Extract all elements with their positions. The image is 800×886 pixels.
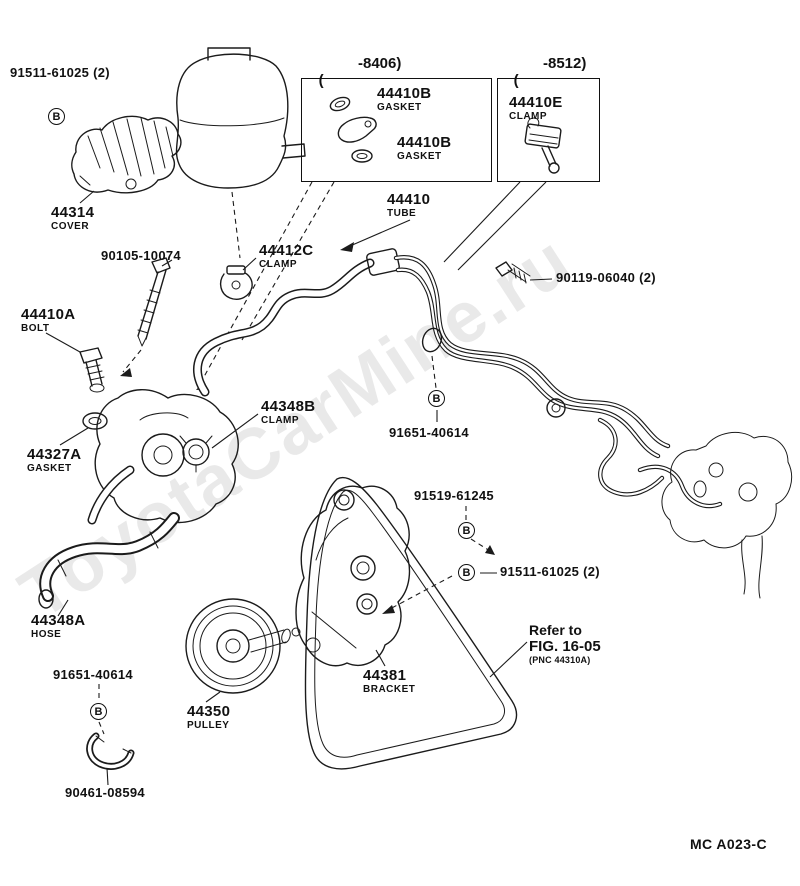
part-number: 44348B	[261, 398, 316, 415]
part-number: 44410	[387, 191, 431, 208]
bolt-symbol-b-top: B	[48, 108, 65, 125]
part-number: 44327A	[27, 446, 82, 463]
bolt-90119-drawing	[495, 261, 531, 284]
part-desc: CLAMP	[261, 415, 300, 427]
refer-note: Refer to FIG. 16-05 (PNC 44310A)	[529, 622, 601, 665]
part-number: 44410B	[377, 85, 432, 102]
hose-44348a-drawing	[38, 512, 180, 609]
gasket-44410b-drawings	[329, 96, 377, 163]
part-label-90461: 90461-08594	[65, 785, 145, 801]
part-label-91651-low: 91651-40614	[53, 667, 133, 683]
refer-line1: Refer to	[529, 622, 582, 638]
part-desc: BRACKET	[363, 684, 416, 696]
reservoir-drawing	[175, 47, 306, 189]
bolt-90105-drawing	[120, 257, 171, 377]
gasket-44327a-drawing	[82, 412, 108, 430]
part-number: 44381	[363, 667, 407, 684]
pulley-44350-drawing	[185, 598, 301, 694]
part-number: 90461-08594	[65, 785, 145, 800]
part-label-44327a: 44327A GASKET	[27, 446, 81, 475]
part-label-90105: 90105-10074	[101, 248, 181, 264]
box-8512-header: ( -8512)	[497, 55, 587, 123]
box-8406-range: -8406)	[358, 55, 402, 72]
refer-line3: (PNC 44310A)	[529, 655, 591, 665]
leader-lines	[45, 190, 553, 786]
box-8512-open-paren: (	[513, 72, 519, 89]
part-number: 44410E	[509, 94, 563, 111]
part-desc: TUBE	[387, 208, 417, 220]
part-desc: GASKET	[377, 102, 422, 114]
pump-body-drawing	[87, 389, 239, 525]
part-label-44410a: 44410A BOLT	[21, 306, 75, 335]
part-number: 91651-40614	[389, 425, 469, 440]
part-number: 90119-06040 (2)	[556, 270, 656, 285]
part-label-44350: 44350 PULLEY	[187, 703, 230, 732]
clamp-44412c-drawing	[219, 265, 253, 300]
part-number: 44350	[187, 703, 231, 720]
part-label-91511-top: 91511-61025 (2)	[10, 65, 110, 81]
part-number: 91519-61245	[414, 488, 494, 503]
figure-code: MC A023-C	[690, 836, 767, 852]
part-label-44348b: 44348B CLAMP	[261, 398, 315, 427]
part-label-44410e: 44410E CLAMP	[509, 94, 563, 123]
part-desc: COVER	[51, 221, 90, 233]
bolt-symbol-b-mid: B	[428, 390, 445, 407]
engine-outline-drawing	[661, 431, 792, 599]
clamp-44410e-drawing	[524, 117, 562, 174]
part-label-90119: 90119-06040 (2)	[556, 270, 656, 286]
part-number: 44314	[51, 204, 95, 221]
box-8406-header: ( -8406)	[302, 55, 402, 123]
tube-44410-arrow	[340, 219, 411, 252]
part-label-44314: 44314 COVER	[51, 204, 94, 233]
part-number: 44410B	[397, 134, 452, 151]
clip-90461-drawing	[86, 732, 135, 770]
part-desc: PULLEY	[187, 720, 230, 732]
refer-line2: FIG. 16-05	[529, 638, 601, 655]
part-label-44348a: 44348A HOSE	[31, 612, 85, 641]
box-8512	[497, 78, 600, 182]
part-number: 91511-61025 (2)	[10, 65, 110, 80]
part-desc: GASKET	[27, 463, 72, 475]
part-desc: BOLT	[21, 323, 50, 335]
part-desc: HOSE	[31, 629, 62, 641]
part-desc: CLAMP	[509, 111, 548, 123]
part-desc: CLAMP	[259, 259, 298, 271]
clamp-44348b-drawing	[179, 435, 213, 473]
part-label-44410b-1: 44410B GASKET	[377, 85, 431, 114]
bolt-symbol-b-91519: B	[458, 522, 475, 539]
part-number: 44410A	[21, 306, 76, 323]
part-label-91651-mid: 91651-40614	[389, 425, 469, 441]
box-8406	[301, 78, 492, 182]
part-label-44410: 44410 TUBE	[387, 191, 430, 220]
bolt-symbol-b-91511: B	[458, 564, 475, 581]
leader-lines-boxes	[196, 181, 547, 390]
cover-drawing	[71, 115, 182, 194]
part-label-44410b-2: 44410B GASKET	[397, 134, 451, 163]
part-number: 91651-40614	[53, 667, 133, 682]
part-number: 90105-10074	[101, 248, 181, 263]
part-desc: GASKET	[397, 151, 442, 163]
box-8512-range: -8512)	[543, 55, 587, 72]
part-number: 44412C	[259, 242, 314, 259]
part-label-91511-mid: 91511-61025 (2)	[500, 564, 600, 580]
part-label-44412c: 44412C CLAMP	[259, 242, 313, 271]
tube-44410-drawing	[193, 248, 723, 509]
bolt-44410a-drawing	[79, 347, 105, 393]
bracket-44381-drawing	[295, 485, 411, 667]
part-number: 91511-61025 (2)	[500, 564, 600, 579]
box-8406-open-paren: (	[318, 72, 324, 89]
bolt-symbol-b-low: B	[90, 703, 107, 720]
part-label-91519: 91519-61245	[414, 488, 494, 504]
belt-drawing	[304, 476, 518, 770]
part-label-44381: 44381 BRACKET	[363, 667, 415, 696]
part-number: 44348A	[31, 612, 86, 629]
